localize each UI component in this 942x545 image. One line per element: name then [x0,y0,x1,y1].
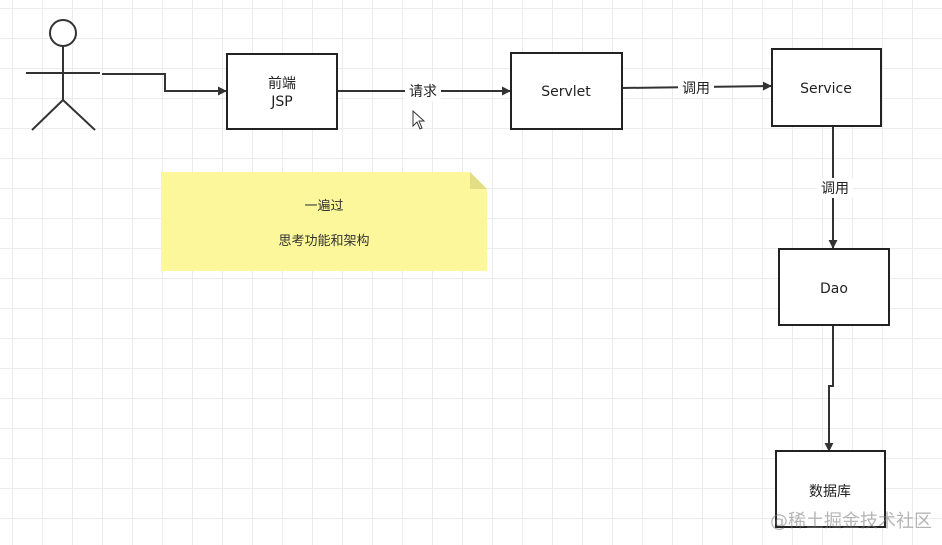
edge-label-call-2: 调用 [821,181,849,197]
node-servlet-label: Servlet [541,84,591,100]
note-line-2: 思考功能和架构 [278,234,369,249]
node-service-label: Service [800,81,852,97]
edge-dao-to-database[interactable] [824,326,834,452]
node-frontend-label-line1: 前端 [268,75,296,92]
node-database-label: 数据库 [809,484,851,500]
edge-label-bg-call-2 [817,178,853,198]
edge-label-bg-call-1 [678,78,714,98]
node-frontend-label-line2: JSP [270,94,292,110]
actor-figure[interactable] [26,19,100,131]
edge-label-request: 请求 [409,84,437,100]
actor-head [49,19,77,47]
sticky-note[interactable]: 一遍过 思考功能和架构 [161,172,487,271]
edge-label-call-1: 调用 [682,81,710,97]
node-servlet[interactable]: Servlet [510,52,623,130]
edge-actor-to-frontend[interactable] [102,73,227,96]
actor-left-leg [31,99,64,131]
node-dao-label: Dao [820,281,848,297]
node-dao[interactable]: Dao [778,248,890,326]
watermark: @稀土掘金技术社区 [770,511,932,532]
node-frontend-jsp[interactable]: 前端 JSP [226,53,338,130]
node-database[interactable]: 数据库 [775,450,886,528]
node-service[interactable]: Service [771,48,882,127]
actor-right-leg [62,99,96,131]
note-line-1: 一遍过 [304,198,343,214]
edge-label-bg-request [405,81,441,101]
cursor-icon [412,109,426,130]
